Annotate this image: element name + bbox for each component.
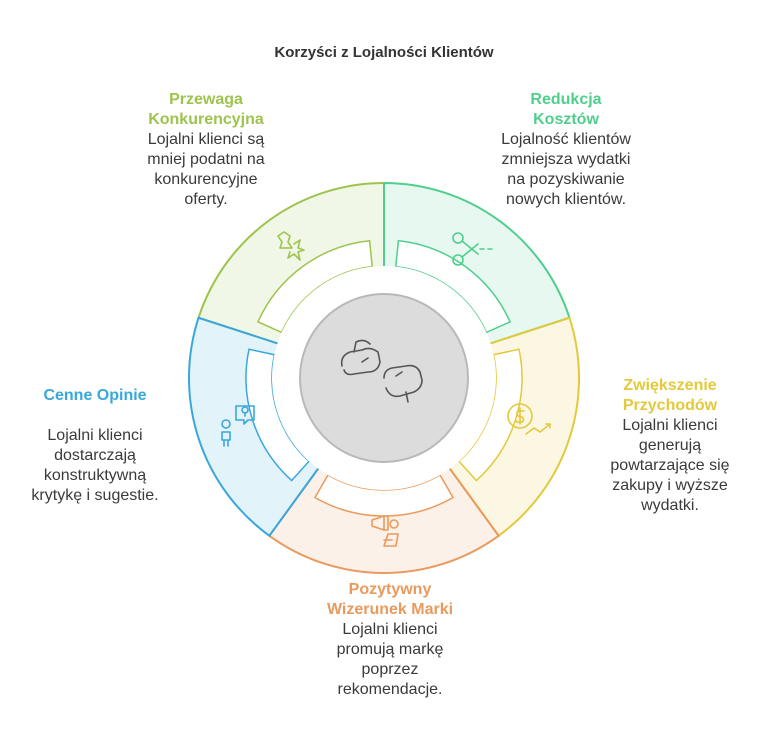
heading-costs: Redukcja Kosztów bbox=[476, 90, 656, 130]
block-costs: Redukcja Kosztów Lojalność klientów zmni… bbox=[476, 90, 656, 210]
desc-line: na pozyskiwanie bbox=[507, 171, 625, 188]
heading-line: Wizerunek Marki bbox=[326, 601, 454, 618]
heading-competitive: Przewaga Konkurencyjna bbox=[116, 90, 296, 130]
desc-line: Lojalni klienci bbox=[47, 427, 143, 444]
desc-line: poprzez bbox=[361, 661, 419, 678]
desc-line: Lojalni klienci bbox=[622, 417, 718, 434]
desc-line: powtarzające się bbox=[610, 457, 730, 474]
block-revenue: Zwiększenie Przychodów Lojalni klienci g… bbox=[580, 376, 760, 516]
chess-knight-icon bbox=[277, 231, 305, 261]
heading-line: Przychodów bbox=[622, 397, 718, 414]
heading-line: Zwiększenie bbox=[623, 377, 717, 394]
desc-line: Lojalni klienci bbox=[342, 621, 438, 638]
desc-line: dostarczają bbox=[54, 447, 136, 464]
desc-line: promują markę bbox=[336, 641, 444, 658]
desc-line: Lojalni klienci są bbox=[147, 131, 265, 148]
desc-line: konkurencyjne bbox=[154, 171, 258, 188]
dollar-growth-icon bbox=[507, 403, 551, 435]
desc-line: generują bbox=[638, 437, 702, 454]
desc-line: krytykę i sugestie. bbox=[31, 487, 159, 504]
megaphone-person-icon bbox=[371, 515, 399, 547]
desc-revenue: Lojalni klienci generują powtarzające si… bbox=[580, 416, 760, 516]
heading-line: Cenne Opinie bbox=[43, 387, 147, 404]
heading-line: Pozytywny bbox=[348, 581, 432, 598]
person-idea-icon bbox=[221, 405, 255, 447]
heading-line: Redukcja bbox=[530, 91, 602, 108]
desc-costs: Lojalność klientów zmniejsza wydatki na … bbox=[476, 130, 656, 210]
desc-line: oferty. bbox=[184, 191, 228, 208]
diagram-title: Korzyści z Lojalności Klientów bbox=[274, 44, 494, 61]
heading-revenue: Zwiększenie Przychodów bbox=[580, 376, 760, 416]
desc-brand: Lojalni klienci promują markę poprzez re… bbox=[290, 620, 490, 700]
desc-line: zakupy i wyższe bbox=[612, 477, 728, 494]
heading-line: Przewaga bbox=[169, 91, 243, 108]
desc-line: mniej podatni na bbox=[147, 151, 265, 168]
scissors-icon bbox=[452, 232, 493, 266]
block-competitive: Przewaga Konkurencyjna Lojalni klienci s… bbox=[116, 90, 296, 210]
heading-brand: Pozytywny Wizerunek Marki bbox=[290, 580, 490, 620]
heading-opinions: Cenne Opinie bbox=[4, 386, 186, 406]
heading-line: Konkurencyjna bbox=[148, 111, 264, 128]
desc-line: zmniejsza wydatki bbox=[501, 151, 631, 168]
desc-line: konstruktywną bbox=[43, 467, 147, 484]
desc-competitive: Lojalni klienci są mniej podatni na konk… bbox=[116, 130, 296, 210]
desc-line: rekomendacje. bbox=[337, 681, 443, 698]
heading-line: Kosztów bbox=[533, 111, 599, 128]
desc-opinions: Lojalni klienci dostarczają konstruktywn… bbox=[4, 426, 186, 506]
fist-bump-icon bbox=[340, 339, 423, 403]
desc-line: nowych klientów. bbox=[505, 191, 627, 208]
desc-line: Lojalność klientów bbox=[501, 131, 631, 148]
block-brand: Pozytywny Wizerunek Marki Lojalni klienc… bbox=[290, 580, 490, 700]
desc-line: wydatki. bbox=[641, 497, 699, 514]
block-opinions: Cenne Opinie Lojalni klienci dostarczają… bbox=[4, 386, 186, 506]
